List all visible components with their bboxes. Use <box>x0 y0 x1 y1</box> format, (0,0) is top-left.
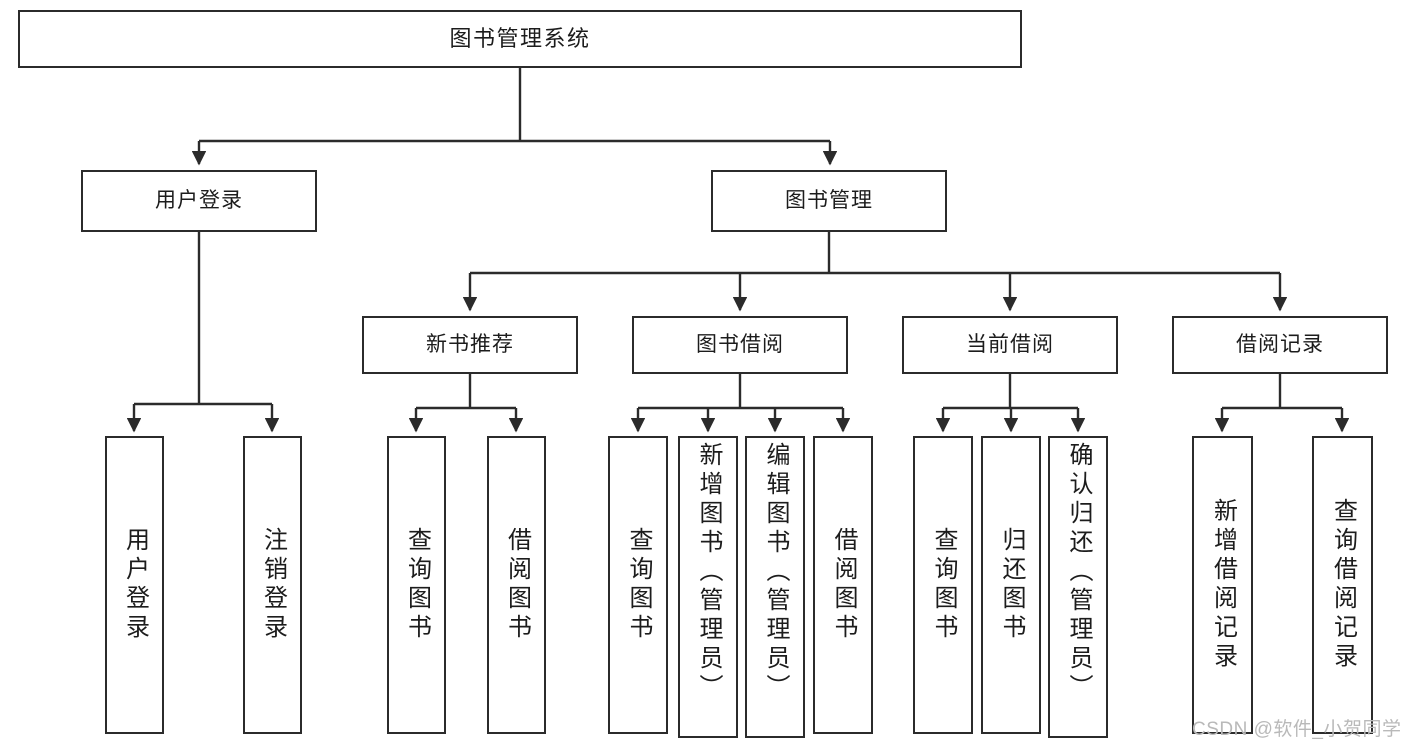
node-label: 当前借阅 <box>966 332 1054 356</box>
node-label: 查询图书 <box>625 527 652 643</box>
leaf-add-book-admin[interactable]: 新增图书（管理员） <box>678 436 738 738</box>
leaf-user-login[interactable]: 用户登录 <box>105 436 164 734</box>
node-label: 确认归还（管理员） <box>1065 442 1092 703</box>
node-current-borrow[interactable]: 当前借阅 <box>902 316 1118 374</box>
leaf-user-logout[interactable]: 注销登录 <box>243 436 302 734</box>
node-label: 借阅图书 <box>503 527 531 643</box>
csdn-watermark: CSDN @软件_小贺同学 <box>1192 719 1402 740</box>
node-label: 图书借阅 <box>696 332 784 356</box>
node-label: 用户登录 <box>121 527 149 643</box>
node-label: 新增图书（管理员） <box>695 442 722 703</box>
leaf-query-book-borrow[interactable]: 查询图书 <box>608 436 668 734</box>
node-label: 查询借阅记录 <box>1329 498 1357 672</box>
leaf-edit-book-admin[interactable]: 编辑图书（管理员） <box>745 436 805 738</box>
node-label: 查询图书 <box>403 527 431 643</box>
node-label: 新增借阅记录 <box>1209 498 1237 672</box>
node-label: 编辑图书（管理员） <box>762 442 789 703</box>
node-label: 借阅图书 <box>830 527 857 643</box>
node-label: 用户登录 <box>155 188 243 212</box>
leaf-query-book-recommend[interactable]: 查询图书 <box>387 436 446 734</box>
node-book-borrow[interactable]: 图书借阅 <box>632 316 848 374</box>
leaf-query-book-current[interactable]: 查询图书 <box>913 436 973 734</box>
node-label: 查询图书 <box>930 527 957 643</box>
node-user-login[interactable]: 用户登录 <box>81 170 317 232</box>
node-borrow-record[interactable]: 借阅记录 <box>1172 316 1388 374</box>
leaf-borrow-book[interactable]: 借阅图书 <box>813 436 873 734</box>
leaf-borrow-book-recommend[interactable]: 借阅图书 <box>487 436 546 734</box>
leaf-confirm-return-admin[interactable]: 确认归还（管理员） <box>1048 436 1108 738</box>
leaf-return-book[interactable]: 归还图书 <box>981 436 1041 734</box>
leaf-query-borrow-record[interactable]: 查询借阅记录 <box>1312 436 1373 734</box>
node-label: 借阅记录 <box>1236 332 1324 356</box>
node-label: 图书管理系统 <box>449 26 591 52</box>
node-label: 新书推荐 <box>426 332 514 356</box>
node-root-system[interactable]: 图书管理系统 <box>18 10 1022 68</box>
node-new-book-recommend[interactable]: 新书推荐 <box>362 316 578 374</box>
node-label: 图书管理 <box>785 188 873 212</box>
node-book-management[interactable]: 图书管理 <box>711 170 947 232</box>
node-label: 归还图书 <box>998 527 1025 643</box>
leaf-add-borrow-record[interactable]: 新增借阅记录 <box>1192 436 1253 734</box>
node-label: 注销登录 <box>259 527 287 643</box>
